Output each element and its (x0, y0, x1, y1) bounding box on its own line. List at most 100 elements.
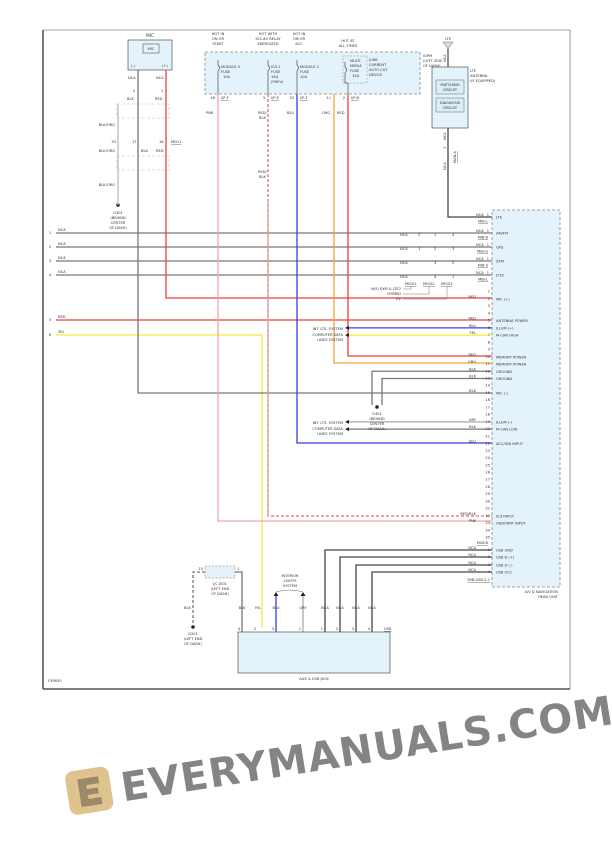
pin-number: 11 (485, 362, 490, 366)
inline-cell: 2 (434, 247, 436, 251)
hot-label: HOT WITH (259, 32, 278, 36)
pin-function: ON/START INPUT (496, 522, 527, 526)
wires (56, 70, 492, 632)
pin-number: 19 (485, 420, 490, 424)
pin-function: MEMORY POWER (496, 355, 527, 359)
pin-number: 1 (299, 627, 301, 631)
wire-color: BLK (259, 116, 266, 120)
connector-md11: MD11 (171, 140, 181, 144)
mic-blk-lower: BLK (141, 149, 148, 153)
mic-neg-wire (137, 70, 492, 394)
shield-label: BLK/ORG (99, 183, 115, 187)
mic-pin-33: 33 (111, 140, 116, 144)
wire-color: BLK (259, 175, 266, 179)
pin-number: 13 (485, 376, 490, 380)
arrow-icon (300, 592, 306, 596)
fuse-label: FUSE (271, 70, 281, 74)
fuse-label: 10A (300, 75, 308, 79)
fuse-pin: 26 (210, 96, 215, 100)
pin-wire-color: NCA (476, 271, 484, 275)
pin-wire-color: NCA (476, 243, 484, 247)
pin-number: 22 (485, 442, 490, 446)
igpm-fuse-box: IGPM (LEFT SIDE OF DASH) HOT IN ON OR ST… (204, 32, 443, 179)
mic-pin-pos: 1 (161, 89, 163, 93)
pin-function: SXM (496, 260, 504, 264)
mic-color-pos: RED (155, 97, 163, 101)
pin-number: 6 (488, 326, 491, 330)
pin-number: 4 (368, 627, 371, 631)
pin-wire-color: YEL (470, 331, 476, 335)
pin-wire-color: BLU (273, 606, 280, 610)
arrow-icon (345, 419, 349, 424)
system-references: INT. LTS. SYSTEM COMPUTER DATA LINES SYS… (312, 327, 386, 436)
jc-location: (LEFT END (211, 587, 230, 591)
pin-wire-color: BLU (469, 324, 476, 328)
pin-number: 10 (485, 355, 490, 359)
wire-color: NCA (443, 54, 447, 62)
pin-wire-color: BLK (469, 389, 476, 393)
aux-ground: G201 (188, 632, 198, 636)
mic-component: MIC MIC (-) (+) NCA NCA 2 1 BLK RED 33 1… (99, 33, 182, 230)
wire-color: NCA (58, 270, 66, 274)
pin-number: 4 (238, 627, 241, 631)
pin-wire-color: NCA (468, 546, 476, 550)
pin-number: 3 (488, 304, 490, 308)
pin-number: 15 (485, 391, 490, 395)
arrow-icon (345, 325, 349, 330)
connector-label: MIB-G (477, 250, 488, 254)
jc-location: OF DASH) (211, 592, 229, 596)
inline-cell: 2 (418, 233, 420, 237)
fuse-label: 15A (352, 74, 360, 78)
wire-number: 2 (49, 245, 51, 249)
pin-function: AM/FM (496, 232, 508, 236)
pin-number: 4 (488, 311, 491, 315)
pin-number: 16 (485, 398, 490, 402)
connector-label: USB (384, 627, 392, 631)
acc-ign-wire (296, 94, 492, 444)
mic-inner-label: MIC (148, 47, 155, 51)
fuse-pin: 32 (289, 96, 294, 100)
jcad-label: JUNK (368, 58, 378, 62)
pin-number: 7 (488, 333, 490, 337)
pin-wire-color: NCA (321, 606, 329, 610)
head-unit-box (491, 209, 561, 588)
mic-title: MIC (146, 33, 154, 38)
pin-number: 23 (485, 449, 490, 453)
hot-label: HOT IN (212, 32, 225, 36)
frame (42, 29, 571, 690)
ground-location: (BEHIND (110, 216, 126, 220)
fuse-connector: I/P-E (271, 96, 280, 100)
pin-wire-color: GRY (469, 418, 477, 422)
pin-function: ANTENNA POWER (496, 319, 528, 323)
wire-color: RED (58, 315, 66, 319)
pin-function: MIC (-) (496, 391, 509, 395)
mic-pin-neg: 2 (133, 89, 135, 93)
system-ref: INT. LTS. SYSTEM (313, 421, 343, 425)
wire-color: ORG (322, 111, 330, 115)
wire-number: 5 (49, 318, 51, 322)
pin-wire-color: BLK (469, 425, 476, 429)
connector-label: MIB-L (478, 278, 488, 282)
pin-wire-color: YEL (255, 606, 261, 610)
mic-neg-label: (-) (131, 64, 136, 68)
wire-number: 1 (49, 231, 51, 235)
pin-function: ILLUM (-) (496, 420, 512, 424)
connector-label: MIB-L (478, 220, 488, 224)
inline-cell: 3 (434, 261, 436, 265)
wire-color: NCA (58, 228, 66, 232)
fuse-connector: I/P-F (300, 96, 308, 100)
pin-number: 9 (488, 348, 491, 352)
pin-number: 1 (488, 290, 490, 294)
usb-wire-1 (324, 549, 492, 632)
fuse-label: 15A (271, 75, 279, 79)
mic-wire-pos: NCA (156, 76, 164, 80)
inline-option: W/O SXM & LTE2 (371, 287, 401, 291)
wire-color: BLK (184, 606, 191, 610)
fuse-label: MULTI (350, 59, 361, 63)
pin-function: ILLUM (+) (496, 326, 514, 330)
pin-wire-color: NCA (476, 229, 484, 233)
mic-wire-neg: NCA (128, 76, 136, 80)
junction-block (204, 565, 236, 579)
ground-location: (LEFT END (184, 637, 203, 641)
